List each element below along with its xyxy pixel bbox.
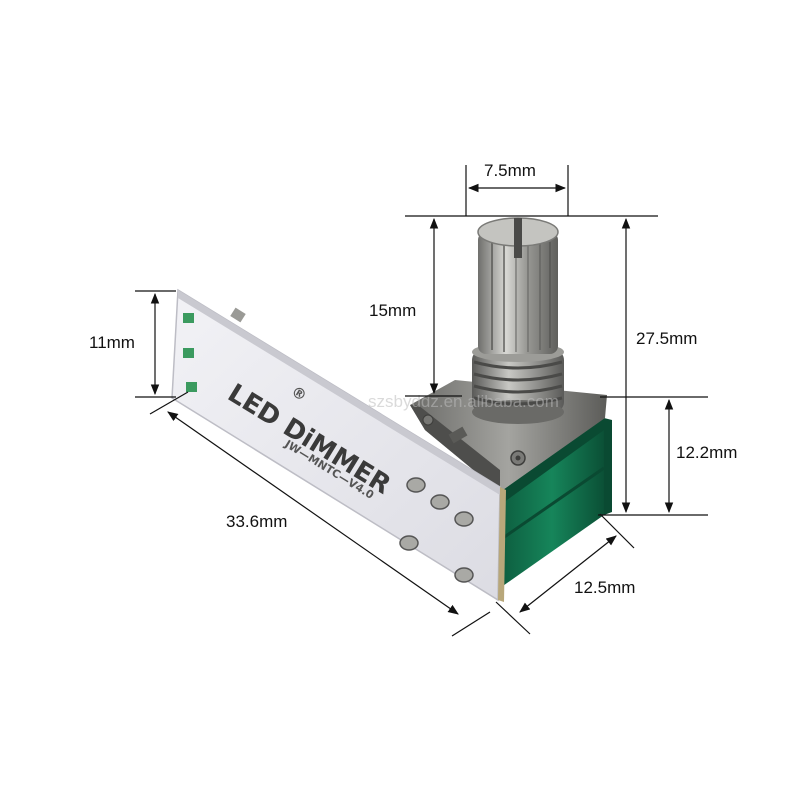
- dimension-lines: [135, 165, 708, 637]
- dim-body-depth: 12.5mm: [574, 578, 635, 597]
- threaded-bushing: [472, 342, 564, 424]
- knurled-shaft: [477, 217, 559, 354]
- dim-body-height: 12.2mm: [676, 443, 737, 462]
- dim-board-height: 11mm: [89, 333, 135, 352]
- dim-total-height: 27.5mm: [636, 329, 697, 348]
- dim-board-length: 33.6mm: [226, 512, 287, 531]
- watermark: szsbyddz.en.alibaba.com: [368, 392, 559, 411]
- dim-shaft-width: 7.5mm: [484, 161, 536, 180]
- dim-shaft-height: 15mm: [369, 301, 416, 320]
